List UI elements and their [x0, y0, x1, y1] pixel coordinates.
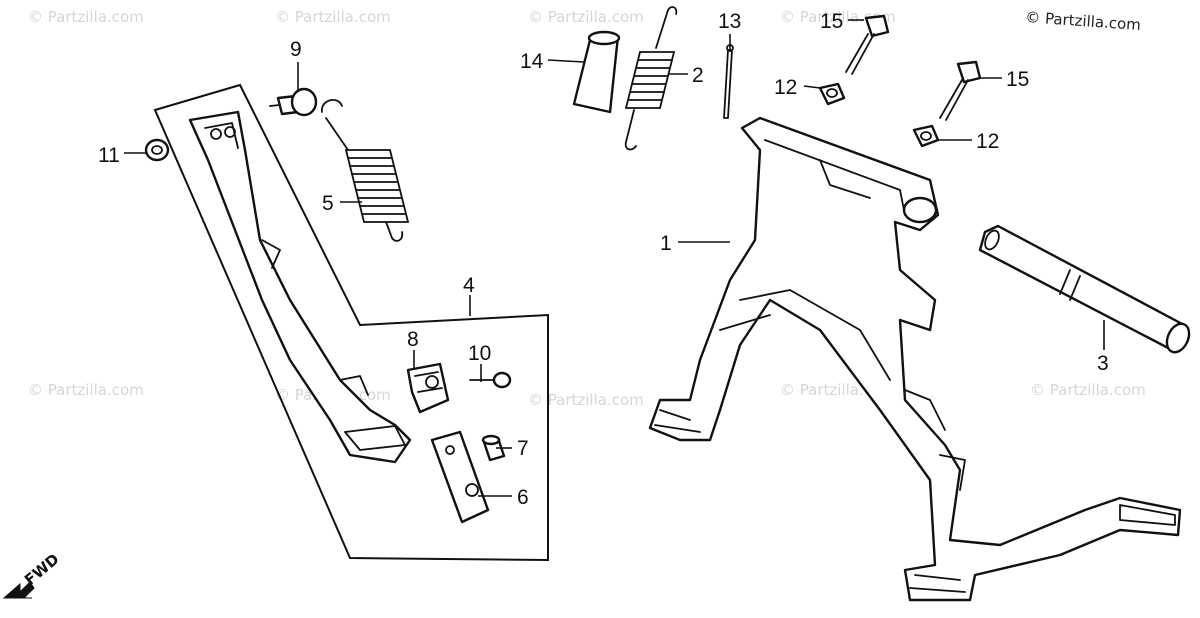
side-stand-switch	[406, 362, 450, 414]
callout-4: 4	[463, 274, 475, 297]
fwd-arrow-icon	[2, 581, 35, 599]
main-stand	[648, 116, 1182, 602]
callout-13: 13	[718, 10, 741, 33]
cotter-pin	[723, 44, 734, 119]
watermark: © Partzilla.com	[28, 8, 144, 26]
main-stand-spring	[624, 6, 678, 151]
callout-7: 7	[517, 437, 529, 460]
fwd-label: FWD	[21, 550, 63, 589]
callout-1: 1	[660, 232, 672, 255]
nut-11	[144, 138, 170, 162]
brand-label: © Partzilla.com	[1025, 8, 1142, 34]
collar	[481, 434, 506, 462]
callout-8: 8	[407, 328, 419, 351]
callout-14: 14	[520, 50, 544, 73]
watermark: © Partzilla.com	[275, 8, 391, 26]
switch-bracket	[430, 430, 490, 524]
watermark: © Partzilla.com	[28, 381, 144, 399]
watermark: © Partzilla.com	[528, 8, 644, 26]
side-stand-bar	[188, 110, 412, 464]
watermark: © Partzilla.com	[1030, 381, 1146, 399]
sleeve-14	[572, 30, 621, 114]
switch-screw	[469, 371, 512, 389]
callout-layer: 11 9 5 4 8 10 7 6 14 2 13 15 12 15 12 1 …	[98, 10, 1109, 509]
callout-6: 6	[517, 486, 529, 509]
leader-lines	[124, 19, 1105, 497]
fwd-indicator: FWD	[2, 550, 63, 599]
side-stand-group-frame	[153, 83, 549, 562]
pivot-bolt	[269, 87, 318, 117]
callout-12a: 12	[774, 76, 797, 99]
callout-12b: 12	[976, 130, 999, 153]
bolt-15b	[939, 60, 982, 121]
nut-12b	[912, 124, 940, 148]
nut-12a	[818, 82, 846, 106]
side-stand-spring	[321, 99, 409, 242]
stand-shaft	[978, 224, 1191, 354]
callout-10: 10	[468, 342, 491, 365]
callout-15a: 15	[820, 10, 843, 33]
callout-3: 3	[1097, 352, 1109, 375]
watermark: © Partzilla.com	[528, 391, 644, 409]
callout-2: 2	[692, 64, 704, 87]
callout-15b: 15	[1006, 68, 1029, 91]
callout-11: 11	[98, 144, 120, 167]
bolt-15a	[845, 14, 890, 75]
callout-5: 5	[322, 192, 334, 215]
callout-9: 9	[290, 38, 302, 61]
